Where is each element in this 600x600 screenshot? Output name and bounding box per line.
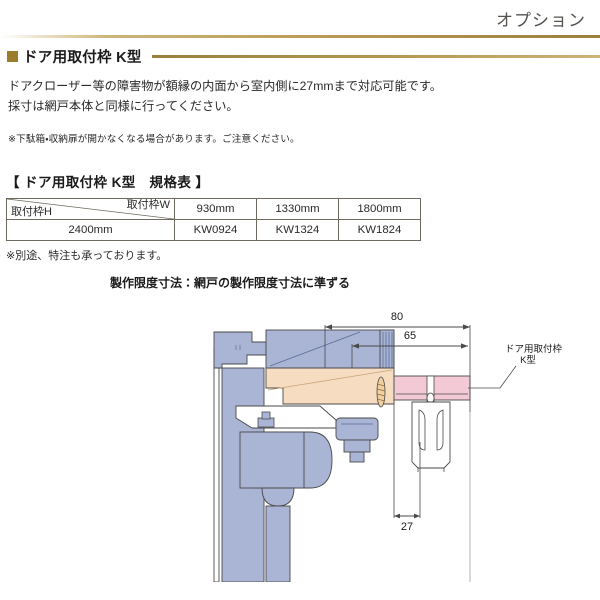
table-header-row: 取付枠W 取付枠H 930mm 1330mm 1800mm [6, 197, 421, 220]
model-cell-2: KW1824 [338, 218, 421, 241]
model-cell-1: KW1324 [256, 218, 339, 241]
technical-diagram: 80 65 27 ドア用取付枠 K型 [0, 292, 600, 582]
dimension-27-label: 27 [401, 521, 413, 533]
spec-heading: 【 ドア用取付枠 K型 規格表 】 [6, 174, 210, 190]
row-header-height: 2400mm [6, 218, 175, 241]
spec-table: 取付枠W 取付枠H 930mm 1330mm 1800mm 2400mm KW0… [6, 197, 421, 241]
dimension-65-label: 65 [404, 330, 416, 342]
dimension-27: 27 [393, 404, 421, 533]
header-divider [0, 35, 600, 38]
upper-frame-block [265, 329, 395, 369]
model-cell-0: KW0924 [174, 218, 257, 241]
callout-line-1: ドア用取付枠 [505, 343, 563, 355]
page-title: オプション [496, 11, 586, 30]
diagonal-divider-icon [7, 198, 174, 219]
production-limit-caption: 製作限度寸法：網戸の製作限度寸法に準ずる [109, 275, 350, 290]
door-closer-body [235, 405, 337, 582]
screw-fastener [376, 376, 386, 408]
table-row: 2400mm KW0924 KW1324 KW1824 [6, 218, 421, 241]
description-line-2: 採寸は網戸本体と同様に行ってください。 [8, 98, 239, 113]
adjuster-bracket [335, 417, 379, 463]
special-order-note: ※別途、特注も承っております。 [6, 249, 168, 262]
k-frame-callout: ドア用取付枠 K型 [468, 343, 563, 389]
wood-architrave [265, 367, 395, 405]
column-header-1: 1330mm [256, 197, 339, 220]
section-title-label: ドア用取付枠 K型 [23, 49, 142, 66]
screen-rail-profile [411, 401, 451, 472]
description-line-1: ドアクローザー等の障害物が額縁の内面から室内側に27mmまで対応可能です。 [8, 79, 442, 93]
column-header-2: 1800mm [338, 197, 421, 220]
table-corner-cell: 取付枠W 取付枠H [6, 197, 175, 220]
dimension-80-label: 80 [391, 311, 403, 323]
square-bullet-icon [7, 50, 18, 62]
description-text: ドアクローザー等の障害物が額縁の内面から室内側に27mmまで対応可能です。 採寸… [8, 77, 600, 117]
section-title: ドア用取付枠 K型 [0, 44, 600, 68]
spec-section: 【 ドア用取付枠 K型 規格表 】 取付枠W 取付枠H 930mm 1330mm… [0, 171, 600, 291]
column-header-0: 930mm [174, 197, 257, 220]
dimension-65: 65 [351, 330, 468, 368]
diagram-svg: 80 65 27 ドア用取付枠 K型 [213, 311, 563, 582]
section-divider [151, 54, 600, 58]
callout-line-2: K型 [520, 355, 536, 366]
k-type-mounting-frame [393, 375, 471, 404]
page-header: オプション [0, 0, 600, 42]
corner-height-label: 取付枠H [11, 205, 52, 218]
caution-note: ※下駄箱・収納扉が開かなくなる場合があります。ご注意ください。 [8, 133, 300, 145]
corner-width-label: 取付枠W [126, 198, 170, 211]
dimension-80: 80 [324, 311, 471, 412]
